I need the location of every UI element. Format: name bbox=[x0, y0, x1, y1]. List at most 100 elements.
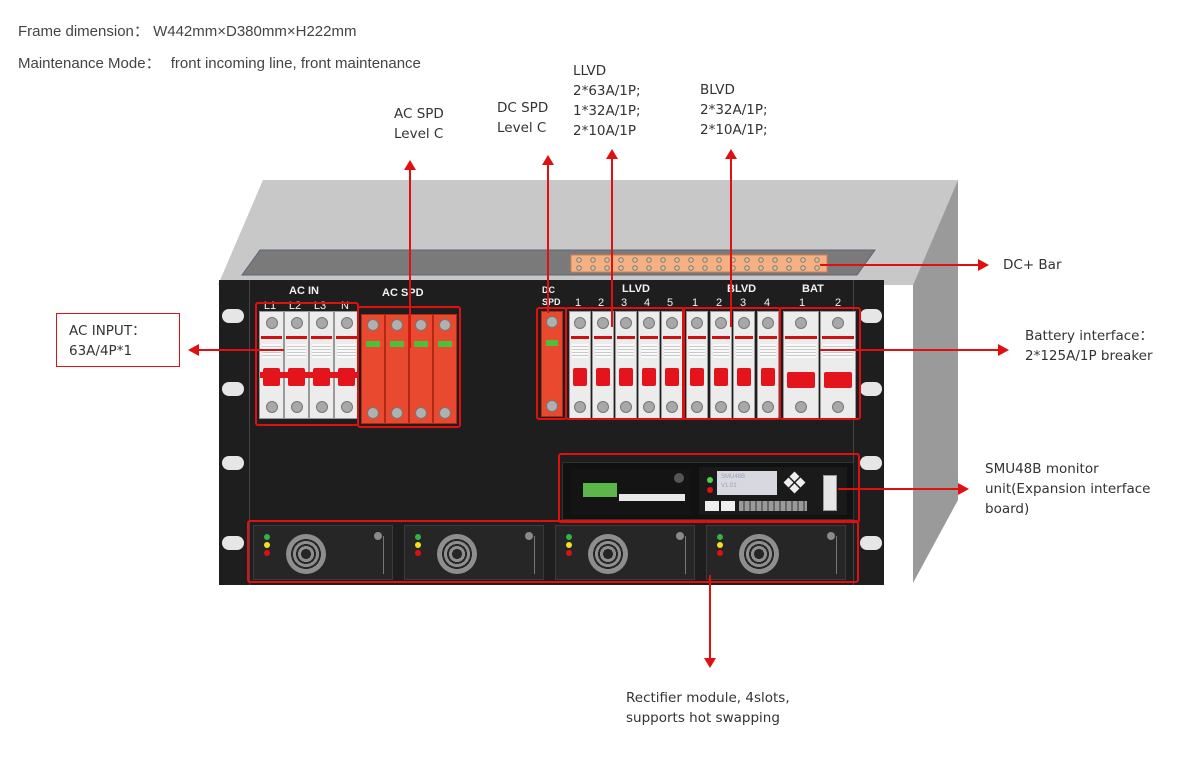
dc-spd-leader-line bbox=[547, 163, 549, 313]
brand-strip bbox=[711, 336, 730, 339]
blvd-breaker[interactable] bbox=[686, 311, 708, 419]
screw-icon bbox=[315, 317, 328, 329]
bar-hole bbox=[674, 257, 680, 263]
bar-hole bbox=[576, 257, 582, 263]
blvd-breaker[interactable] bbox=[756, 311, 779, 419]
bar-hole bbox=[800, 257, 806, 263]
green-terminal-block bbox=[583, 483, 617, 497]
breaker-handle[interactable] bbox=[573, 368, 587, 386]
brand-strip bbox=[688, 336, 706, 339]
breaker-handle[interactable] bbox=[787, 372, 815, 388]
bar-hole bbox=[744, 257, 750, 263]
screw-icon bbox=[761, 401, 774, 413]
callout-rectifier: Rectifier module, 4slots, supports hot s… bbox=[626, 690, 790, 726]
ac-in-breaker-pole[interactable] bbox=[309, 311, 334, 419]
brand-strip bbox=[735, 336, 753, 339]
ac-in-breaker-pole[interactable] bbox=[259, 311, 284, 419]
slot-number-label: 5 bbox=[666, 297, 674, 309]
front-panel: AC IN AC SPD DC SPD LLVD BLVD BAT L1L2L3… bbox=[219, 280, 884, 585]
llvd-breaker[interactable] bbox=[592, 311, 614, 419]
breaker-handle[interactable] bbox=[824, 372, 852, 388]
callout-dc-bar: DC+ Bar bbox=[1003, 257, 1062, 273]
bar-hole bbox=[786, 257, 792, 263]
breaker-handle[interactable] bbox=[619, 368, 633, 386]
bar-hole bbox=[618, 257, 624, 263]
bar-hole bbox=[702, 257, 708, 263]
screw-icon bbox=[620, 317, 632, 329]
smu-display-line2: V1.01 bbox=[721, 483, 737, 489]
rectifier-module[interactable] bbox=[404, 525, 544, 580]
breaker-handle[interactable] bbox=[642, 368, 656, 386]
bar-hole bbox=[618, 265, 624, 271]
slot-number-label: 2 bbox=[834, 297, 842, 309]
battery-breaker[interactable] bbox=[820, 311, 856, 419]
screw-icon bbox=[574, 317, 586, 329]
rating-text bbox=[618, 344, 634, 358]
handle-tie-bar bbox=[260, 372, 358, 378]
handle-line bbox=[383, 536, 384, 574]
breaker-handle[interactable] bbox=[665, 368, 679, 386]
bar-hole bbox=[576, 265, 582, 271]
rating-text bbox=[689, 344, 705, 358]
screw-icon bbox=[265, 317, 278, 329]
slot-number-label: 1 bbox=[691, 297, 699, 309]
breaker-handle[interactable] bbox=[690, 368, 704, 386]
rating-text bbox=[786, 344, 816, 358]
brand-strip bbox=[640, 336, 658, 339]
fan-grille-icon bbox=[286, 534, 326, 574]
smu-controller: SMU48B V1.01 bbox=[699, 467, 847, 515]
breaker-handle[interactable] bbox=[760, 368, 775, 386]
bar-hole bbox=[800, 265, 806, 271]
llvd-breaker[interactable] bbox=[569, 311, 591, 419]
power-led-icon bbox=[415, 534, 421, 540]
callout-blvd: BLVD 2*32A/1P; 2*10A/1P; bbox=[700, 82, 768, 138]
llvd-label: LLVD bbox=[622, 283, 650, 295]
blvd-breaker[interactable] bbox=[709, 311, 732, 419]
handle-line bbox=[685, 536, 686, 574]
ac-spd-label: AC SPD bbox=[382, 287, 424, 299]
rating-text bbox=[595, 344, 611, 358]
blvd-leader-line bbox=[730, 157, 732, 327]
bar-hole bbox=[590, 265, 596, 271]
llvd-breaker[interactable] bbox=[615, 311, 637, 419]
breaker-handle[interactable] bbox=[596, 368, 610, 386]
slot-number-label: 3 bbox=[620, 297, 628, 309]
bar-hole bbox=[632, 257, 638, 263]
screw-icon bbox=[714, 401, 727, 413]
rectifier-module[interactable] bbox=[555, 525, 695, 580]
rating-text bbox=[664, 344, 680, 358]
knob-icon bbox=[674, 473, 684, 483]
dc-spd-module bbox=[541, 311, 563, 417]
breaker-handle[interactable] bbox=[713, 368, 728, 386]
alarm-led-icon bbox=[566, 542, 572, 548]
fan-grille-icon bbox=[739, 534, 779, 574]
rating-text bbox=[641, 344, 657, 358]
release-latch-icon[interactable] bbox=[374, 532, 382, 540]
rectifier-module[interactable] bbox=[253, 525, 393, 580]
screw-icon bbox=[597, 317, 609, 329]
brand-strip bbox=[571, 336, 589, 339]
rectifier-module[interactable] bbox=[706, 525, 846, 580]
bar-hole bbox=[604, 257, 610, 263]
bar-hole bbox=[660, 265, 666, 271]
blvd-breaker[interactable] bbox=[733, 311, 755, 419]
maintenance-mode-label: Maintenance Mode： bbox=[18, 55, 161, 72]
breaker-handle[interactable] bbox=[737, 368, 751, 386]
release-latch-icon[interactable] bbox=[525, 532, 533, 540]
smu-highlight bbox=[558, 453, 860, 523]
bar-hole bbox=[674, 265, 680, 271]
slot-number-label: 3 bbox=[739, 297, 747, 309]
rating-text bbox=[287, 344, 306, 358]
rating-text bbox=[572, 344, 588, 358]
release-latch-icon[interactable] bbox=[827, 532, 835, 540]
llvd-leader-line bbox=[611, 157, 613, 327]
screw-icon bbox=[290, 401, 303, 413]
llvd-breaker[interactable] bbox=[638, 311, 660, 419]
screw-icon bbox=[691, 401, 703, 413]
battery-breaker[interactable] bbox=[783, 311, 819, 419]
release-latch-icon[interactable] bbox=[676, 532, 684, 540]
rack-ear-hole bbox=[222, 536, 244, 550]
smu-display-line1: SMU48B bbox=[721, 474, 746, 480]
bar-hole bbox=[590, 257, 596, 263]
